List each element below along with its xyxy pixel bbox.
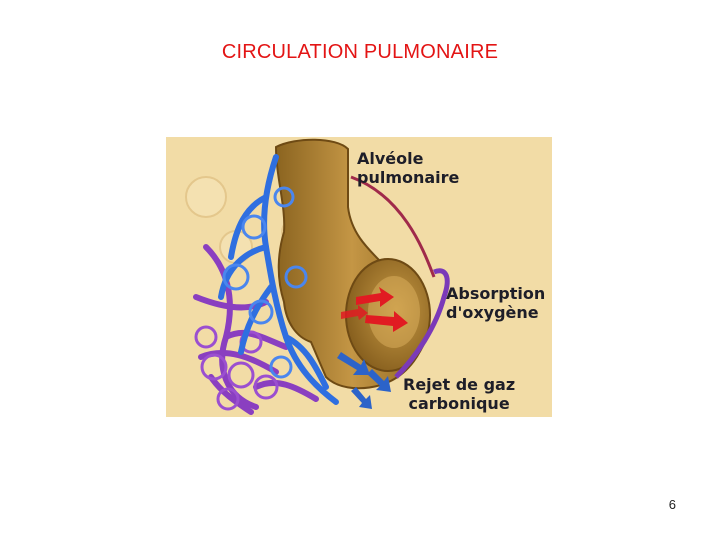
rejet-label-line1: Rejet de gaz: [403, 375, 516, 394]
alveole-label-line1: Alvéole: [357, 149, 424, 168]
oxygen-arrows: [341, 287, 408, 332]
absorption-label-line2: d'oxygène: [446, 303, 539, 322]
artery-mesh: [222, 186, 308, 379]
vein-mesh: [194, 325, 279, 411]
rejet-label-line2: carbonique: [408, 394, 510, 413]
absorption-label: Absorption d'oxygène: [446, 284, 545, 322]
alveole-label-line2: pulmonaire: [357, 168, 460, 187]
artery-network: [218, 154, 339, 405]
co2-arrows: [337, 352, 391, 409]
page-number: 6: [668, 497, 676, 512]
alveolus-drawing: [185, 138, 450, 415]
alveolus-illustration: Alvéole pulmonaire Absorption d'oxygène …: [166, 137, 552, 417]
absorption-label-line1: Absorption: [446, 284, 546, 303]
rejet-label: Rejet de gaz carbonique: [403, 375, 515, 413]
alveole-label: Alvéole pulmonaire: [357, 149, 459, 187]
slide-title: CIRCULATION PULMONAIRE: [221, 41, 499, 63]
